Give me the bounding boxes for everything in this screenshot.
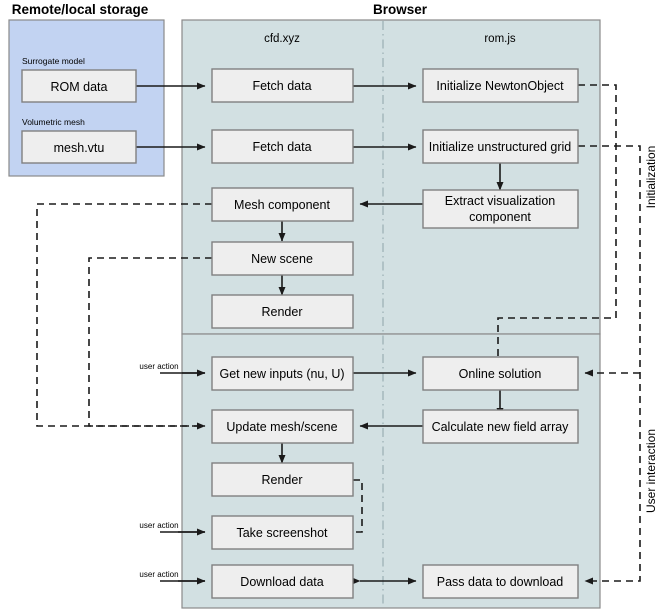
node-extract-visualization-line1: Extract visualization xyxy=(445,194,556,208)
node-extract-visualization-component[interactable] xyxy=(422,189,579,229)
user-action-label-1: user action xyxy=(139,521,178,530)
node-initialize-unstructured-grid-label: Initialize unstructured grid xyxy=(429,140,571,154)
node-rom-data[interactable] xyxy=(21,69,137,103)
node-render-user-label: Render xyxy=(262,473,303,487)
node-get-new-inputs-label: Get new inputs (nu, U) xyxy=(219,367,344,381)
user-action-label-0: user action xyxy=(139,362,178,371)
node-online-solution[interactable] xyxy=(422,356,579,391)
node-fetch-data-1-label: Fetch data xyxy=(252,79,311,93)
node-extract-visualization-line2: component xyxy=(469,210,531,224)
node-download-data[interactable] xyxy=(211,564,354,599)
storage-item-label-1: Volumetric mesh xyxy=(22,117,85,127)
node-render-init[interactable] xyxy=(211,294,354,329)
node-rom-data-label: ROM data xyxy=(51,80,108,94)
browser-title: Browser xyxy=(373,2,428,17)
node-fetch-data-2[interactable] xyxy=(211,129,354,164)
storage-item-label-0: Surrogate model xyxy=(22,56,85,66)
node-initialize-unstructured-grid[interactable] xyxy=(422,129,579,164)
feedback-loop-outer xyxy=(36,203,212,430)
column-header-rom: rom.js xyxy=(484,33,516,45)
storage-title: Remote/local storage xyxy=(12,2,149,17)
node-render-user[interactable] xyxy=(211,462,354,497)
node-calculate-new-field-array-label: Calculate new field array xyxy=(432,420,570,434)
browser-panel-initialization xyxy=(181,19,601,335)
node-get-new-inputs[interactable] xyxy=(211,356,354,391)
node-initialize-newtonobject[interactable] xyxy=(422,68,579,103)
return-grid-to-pass-download xyxy=(578,145,641,585)
node-mesh-component-label: Mesh component xyxy=(234,198,330,212)
node-pass-data-to-download[interactable] xyxy=(422,564,579,599)
node-fetch-data-2-label: Fetch data xyxy=(252,140,311,154)
node-mesh-vtu-label: mesh.vtu xyxy=(54,141,105,155)
return-newton-to-online xyxy=(494,84,617,366)
node-new-scene-label: New scene xyxy=(251,252,313,266)
node-pass-data-to-download-label: Pass data to download xyxy=(437,575,564,589)
column-header-cfd: cfd.xyz xyxy=(264,33,300,45)
user-action-label-2: user action xyxy=(139,570,178,579)
node-update-mesh-scene[interactable] xyxy=(211,409,354,444)
node-fetch-data-1[interactable] xyxy=(211,68,354,103)
node-mesh-component[interactable] xyxy=(211,187,354,222)
phase-label-initialization: Initialization xyxy=(644,146,658,209)
node-online-solution-label: Online solution xyxy=(459,367,542,381)
node-new-scene[interactable] xyxy=(211,241,354,276)
node-mesh-vtu[interactable] xyxy=(21,130,137,164)
node-update-mesh-scene-label: Update mesh/scene xyxy=(226,420,337,434)
phase-label-user-interaction: User interaction xyxy=(644,429,658,513)
node-take-screenshot[interactable] xyxy=(211,515,354,550)
node-render-init-label: Render xyxy=(262,305,303,319)
node-calculate-new-field-array[interactable] xyxy=(422,409,579,444)
node-download-data-label: Download data xyxy=(240,575,323,589)
node-initialize-newtonobject-label: Initialize NewtonObject xyxy=(436,79,564,93)
render-to-screenshot-link xyxy=(344,479,363,536)
feedback-loop-inner xyxy=(88,257,212,427)
node-take-screenshot-label: Take screenshot xyxy=(236,526,328,540)
